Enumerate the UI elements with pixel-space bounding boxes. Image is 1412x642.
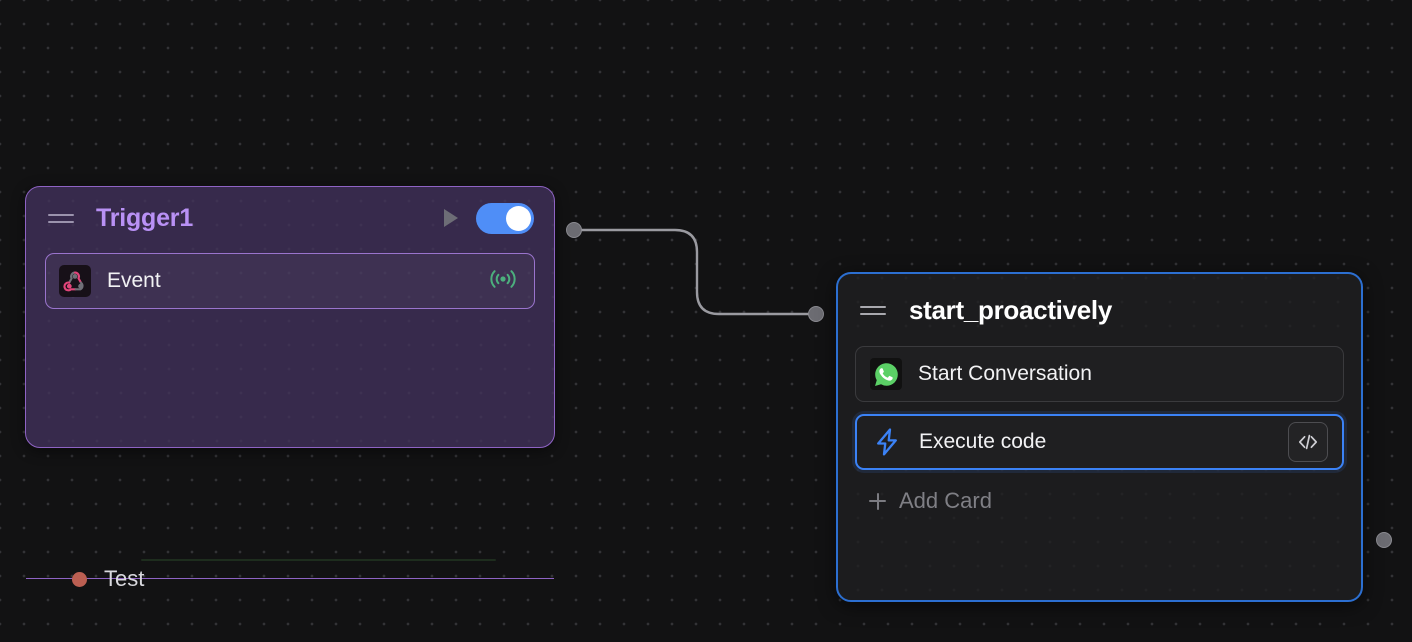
drag-handle-icon[interactable] [860, 302, 886, 318]
play-icon[interactable] [444, 209, 458, 227]
progress-line [141, 559, 496, 561]
webhook-icon [59, 265, 91, 297]
proactive-node-header: start_proactively [838, 274, 1361, 346]
node-trigger1[interactable]: Trigger1 Event [25, 186, 555, 591]
test-label: Test [104, 566, 145, 591]
node-title: Trigger1 [96, 203, 194, 232]
drag-handle-icon[interactable] [48, 210, 74, 226]
broadcast-icon[interactable] [488, 266, 518, 297]
add-card-button[interactable]: Add Card [838, 470, 1361, 514]
trigger-output-port[interactable] [566, 222, 582, 238]
whatsapp-icon [870, 358, 902, 390]
node-start-proactively[interactable]: start_proactively Start Conversation [836, 272, 1363, 602]
start-proactively-output-port[interactable] [1376, 532, 1392, 548]
status-dot [72, 571, 87, 587]
card-execute-code[interactable]: Execute code [855, 414, 1344, 470]
edge-trigger-to-start-proactively [580, 228, 810, 316]
node-title: start_proactively [909, 294, 1113, 325]
card-list: Start Conversation Execute code [838, 346, 1361, 470]
card-label: Execute code [919, 430, 1047, 453]
card-event[interactable]: Event [45, 253, 535, 309]
trigger-node-header: Trigger1 [26, 187, 554, 249]
code-brackets-icon[interactable] [1288, 422, 1328, 462]
node-divider [26, 578, 554, 580]
plus-icon [869, 492, 886, 510]
card-label: Event [107, 269, 161, 292]
enable-toggle[interactable] [476, 202, 534, 234]
add-card-label: Add Card [899, 488, 992, 513]
toggle-knob [506, 205, 531, 231]
card-start-conversation[interactable]: Start Conversation [855, 346, 1344, 402]
lightning-bolt-icon [871, 426, 903, 458]
start-proactively-input-port[interactable] [808, 306, 824, 322]
card-label: Start Conversation [918, 362, 1092, 385]
